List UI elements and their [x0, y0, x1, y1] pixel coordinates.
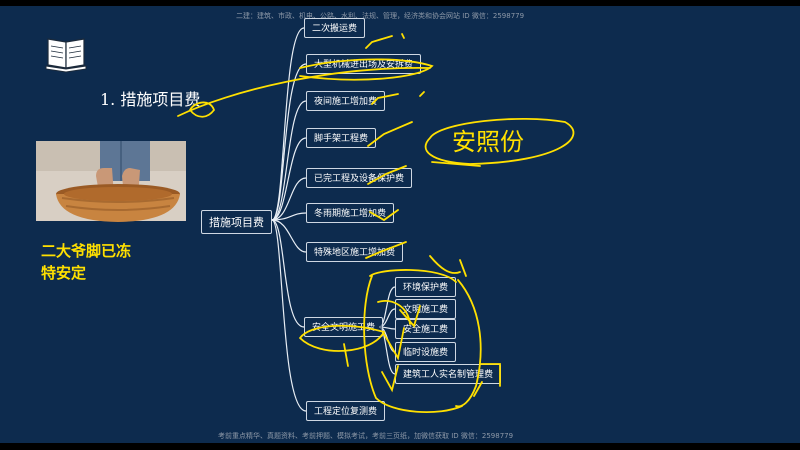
slide-title: 1. 措施项目费 — [100, 90, 201, 109]
branch-node: 工程定位复测费 — [306, 401, 386, 421]
branch-node: 大型机械进出场及安拆费 — [306, 54, 422, 74]
branch-node: 特殊地区施工增加费 — [306, 242, 404, 262]
sub-branch-node: 文明施工费 — [395, 299, 457, 319]
letterbox-top — [0, 0, 800, 6]
branch-node: 已完工程及设备保护费 — [306, 168, 413, 188]
caption-line-2: 特安定 — [41, 264, 87, 282]
branch-node: 冬雨期施工增加费 — [306, 203, 395, 223]
sub-branch-node: 环境保护费 — [395, 277, 457, 297]
letterbox-bottom — [0, 443, 800, 450]
watermark-top: 二建：建筑、市政、机电、公路、水利、法规、管理，经济类和协会网站 ID 微信：2… — [236, 12, 525, 20]
sub-branch-node: 安全施工费 — [395, 319, 457, 339]
watermark-bottom: 考前重点精华、真题资料、考前押题、模拟考试，考前三页纸，加微信获取 ID 微信：… — [218, 432, 514, 440]
branch-node: 脚手架工程费 — [306, 128, 377, 148]
slide: 二建：建筑、市政、机电、公路、水利、法规、管理，经济类和协会网站 ID 微信：2… — [0, 6, 800, 443]
handwritten-note: 安照份 — [452, 128, 524, 156]
caption-line-1: 二大爷脚已冻 — [41, 242, 132, 260]
sub-branch-node: 临时设施费 — [395, 342, 457, 362]
book-icon — [45, 38, 87, 73]
branch-node: 二次搬运费 — [304, 18, 366, 38]
branch-node-safety: 安全文明施工费 — [304, 317, 384, 337]
caption: 二大爷脚已冻 特安定 — [41, 240, 131, 284]
root-node: 措施项目费 — [201, 210, 272, 234]
foot-bath-photo — [36, 141, 186, 222]
branch-node: 夜间施工增加费 — [306, 91, 386, 111]
sub-branch-node: 建筑工人实名制管理费 — [395, 364, 502, 384]
